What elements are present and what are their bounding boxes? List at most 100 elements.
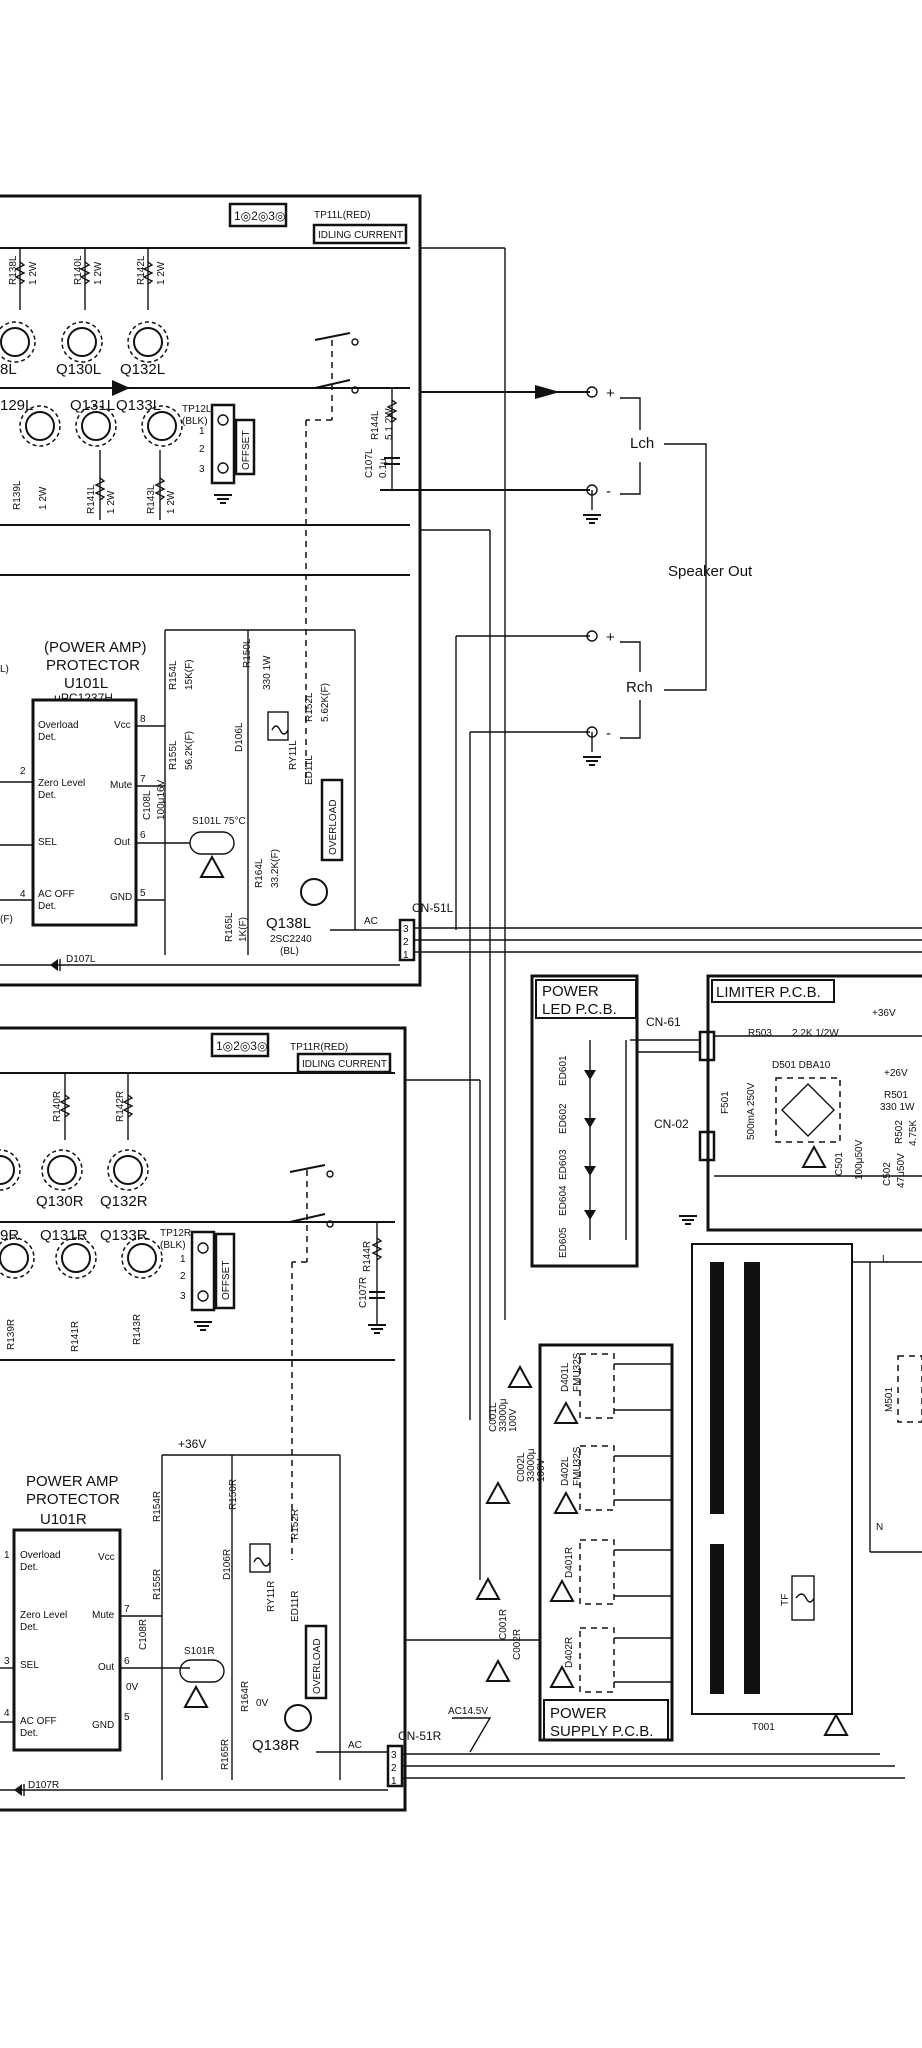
r152l-value: 5.62K(F) <box>320 683 331 722</box>
c107l-label: C107L <box>364 448 375 478</box>
r138l-value: 1 2W <box>28 261 39 285</box>
overload-label-right: OVERLOAD <box>312 1638 323 1694</box>
r502-value: 4.75K <box>908 1120 919 1146</box>
u101l-label: U101L <box>64 675 108 692</box>
r154l-value: 15K(F) <box>184 659 195 690</box>
r143r-label: R143R <box>132 1314 143 1345</box>
ed11r-label: ED11R <box>290 1591 301 1623</box>
c001r-label: C001R <box>498 1609 509 1640</box>
d106l-label: D106L <box>234 722 245 752</box>
l-terminal-label: L <box>882 1254 888 1265</box>
lch-plus: + <box>606 385 615 402</box>
transistor-q132l <box>133 327 163 357</box>
u101l-pin-4-name: AC OFF <box>38 889 75 900</box>
q130l-label: Q130L <box>56 361 101 378</box>
cn61-label: CN-61 <box>646 1015 681 1029</box>
c107l-value: 0.1μ <box>378 458 389 478</box>
lch-label: Lch <box>630 435 654 452</box>
u101r-vcc: Vcc <box>98 1552 115 1563</box>
u101r-pin-6: 6 <box>124 1656 130 1667</box>
tp12r-pin-3: 3 <box>180 1291 186 1302</box>
r503-value: 2.2K 1/2W <box>792 1028 839 1039</box>
m501-label: M501 <box>884 1387 895 1412</box>
r139r-label: R139R <box>6 1319 17 1350</box>
r501-value: 330 1W <box>880 1102 915 1113</box>
protector-title-right-2: PROTECTOR <box>26 1491 120 1508</box>
f501-value: 500mA 250V <box>746 1082 757 1140</box>
ed604-label: ED604 <box>558 1185 569 1216</box>
u101l-pin-2-name: Zero Level <box>38 778 85 789</box>
tp12r-pin-2: 2 <box>180 1271 186 1282</box>
u101l-pin-8: 8 <box>140 714 146 725</box>
diode-bridge-d401l <box>579 1353 615 1419</box>
u101r-out: Out <box>98 1662 114 1673</box>
power-led-pcb: POWER LED P.C.B. ED601 ED602 ED603 ED604… <box>530 974 716 1268</box>
power-led-title-2: LED P.C.B. <box>542 1001 617 1018</box>
rch-minus: - <box>606 725 611 742</box>
diode-bridge-d402l <box>579 1445 615 1511</box>
r143l-label: R143L <box>146 484 157 514</box>
d401r-label: D401R <box>564 1547 575 1578</box>
power-supply-pcb: POWER SUPPLY P.C.B. D401L FMU32S D402L F… <box>476 1243 922 1742</box>
u101r-pin-2-name2: Det. <box>20 1622 38 1633</box>
u101l-mute: Mute <box>110 780 133 791</box>
t001-label: T001 <box>752 1722 775 1733</box>
u101r-pin-4-num: 4 <box>4 1708 10 1719</box>
tp11r-label: TP11R(RED) <box>290 1042 348 1053</box>
c501-value: 100μ50V <box>854 1139 865 1180</box>
ed602-label: ED602 <box>558 1103 569 1134</box>
cn51r-pin-2: 2 <box>391 1763 397 1774</box>
r164l-value: 33.2K(F) <box>270 849 281 888</box>
power-led-title-1: POWER <box>542 983 599 1000</box>
r164l-label: R164L <box>254 858 265 888</box>
u101r-pin-2-name: Zero Level <box>20 1610 67 1621</box>
c107r-label: C107R <box>358 1277 369 1308</box>
r503-label: R503 <box>748 1028 772 1039</box>
r141l-label: R141L <box>86 484 97 514</box>
c001l-value: 33000μ <box>498 1398 509 1432</box>
ic-u101l <box>31 698 138 927</box>
idling-current-box-left <box>312 223 408 245</box>
c001l-voltage: 100V <box>508 1408 519 1432</box>
r141l-value: 1 2W <box>106 490 117 514</box>
limiter-pcb: LIMITER P.C.B. +36V R503 2.2K 1/2W +26V … <box>678 974 922 1232</box>
r143l-value: 1 2W <box>166 490 177 514</box>
u101l-pin-4-num: 4 <box>20 889 26 900</box>
zero-v-label-1: 0V <box>126 1682 139 1693</box>
u101r-pin-3-name: SEL <box>20 1660 39 1671</box>
transistor-q129l <box>25 411 55 441</box>
r139l-label: R139L <box>12 480 23 510</box>
transistor-q138r <box>284 1704 312 1732</box>
tp12l-sub: (BLK) <box>182 416 208 427</box>
u101l-gnd: GND <box>110 892 132 903</box>
tf-label: TF <box>780 1594 791 1606</box>
thermal-fuse-tf <box>791 1575 815 1621</box>
tp11r-pins: 1◎2◎3◎ <box>216 1039 267 1053</box>
r155l-value: 56.2K(F) <box>184 731 195 770</box>
c002l-value: 33000μ <box>526 1448 537 1482</box>
transistor-q128r <box>0 1155 15 1185</box>
r152r-label: R152R <box>290 1509 301 1540</box>
overload-label-left: OVERLOAD <box>328 799 339 855</box>
ed603-label: ED603 <box>558 1149 569 1180</box>
d402l-label: D402L <box>560 1456 571 1486</box>
r142l-label: R142L <box>136 255 147 285</box>
interconnect-wires <box>402 247 922 1779</box>
offset-label-right: OFFSET <box>221 1261 232 1300</box>
q132r-label: Q132R <box>100 1193 148 1210</box>
q130r-label: Q130R <box>36 1193 84 1210</box>
tp12r-sub: (BLK) <box>160 1240 186 1251</box>
tp12l-pin-3: 3 <box>199 464 205 475</box>
tp11l-connector <box>228 202 288 228</box>
r155r-label: R155R <box>152 1569 163 1600</box>
transistor-q130r <box>47 1155 77 1185</box>
r150r-label: R150R <box>228 1479 239 1510</box>
ry11r-label: RY11R <box>266 1581 277 1612</box>
overload-box-right <box>304 1624 328 1700</box>
cn51r-pin-1: 1 <box>391 1776 397 1787</box>
r155l-label: R155L <box>168 740 179 770</box>
u101r-pin-1-name: Overload <box>20 1550 61 1561</box>
limiter-pcb-outline <box>706 974 922 1232</box>
left-partial-l: L) <box>0 664 9 675</box>
tp11r-connector <box>210 1032 270 1058</box>
